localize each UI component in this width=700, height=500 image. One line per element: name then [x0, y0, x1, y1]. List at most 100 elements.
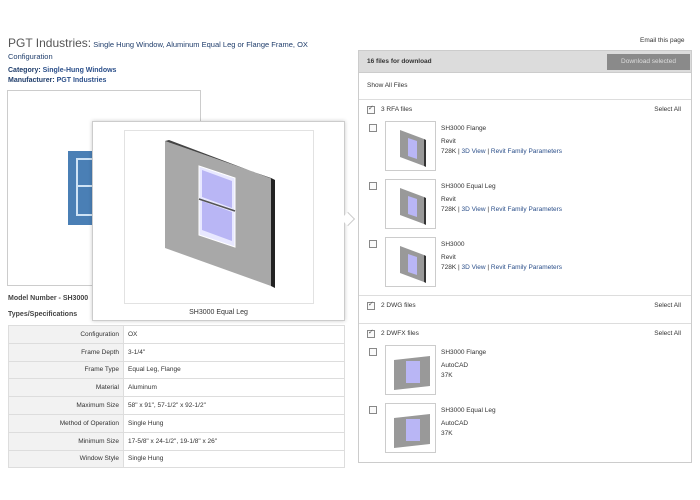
file-checkbox[interactable] — [369, 240, 377, 248]
spec-key: Maximum Size — [8, 396, 124, 415]
spec-value: Single Hung — [123, 413, 345, 433]
file-name: SH3000 Equal Leg — [441, 183, 496, 190]
download-selected-button[interactable]: Download selected — [607, 54, 690, 70]
separator: | — [456, 148, 462, 155]
file-count: 16 files for download — [367, 58, 432, 65]
file-size: 728K — [441, 148, 457, 155]
show-all-files-link[interactable]: Show All Files — [367, 82, 408, 89]
file-name: SH3000 — [441, 241, 465, 248]
family-parameters-link[interactable]: Revit Family Parameters — [490, 264, 563, 271]
select-all-link[interactable]: Select All — [654, 302, 681, 309]
model-number: Model Number - SH3000 — [8, 295, 89, 302]
file-name: SH3000 Flange — [441, 125, 487, 132]
separator: | — [456, 264, 462, 271]
category: Category: Single-Hung Windows — [8, 67, 116, 74]
category-label: Category: — [8, 67, 43, 74]
file-type: Revit — [441, 254, 456, 261]
file-thumbnail[interactable] — [385, 403, 436, 453]
manufacturer-link[interactable]: PGT Industries — [56, 77, 107, 84]
popup-arrow — [340, 211, 356, 227]
file-type: Revit — [441, 138, 456, 145]
separator: | — [485, 264, 491, 271]
spec-value: 17-5/8" x 24-1/2", 19-1/8" x 26" — [123, 431, 345, 451]
group-checkbox[interactable] — [367, 300, 375, 310]
spec-value: 3-1/4" — [123, 342, 345, 362]
page-title: PGT Industries: Single Hung Window, Alum… — [8, 37, 338, 63]
brand: PGT Industries: — [8, 36, 92, 50]
select-all-link[interactable]: Select All — [654, 106, 681, 113]
file-details: 728K | 3D View | Revit Family Parameters — [441, 264, 562, 271]
3d-view-link[interactable]: 3D View — [461, 148, 486, 155]
manufacturer-label: Manufacturer: — [8, 77, 57, 84]
file-thumbnail[interactable] — [385, 179, 436, 229]
3d-view-link[interactable]: 3D View — [461, 264, 486, 271]
category-link[interactable]: Single-Hung Windows — [42, 67, 117, 74]
file-thumbnail[interactable] — [385, 121, 436, 171]
file-type: Revit — [441, 196, 456, 203]
file-details: 728K | 3D View | Revit Family Parameters — [441, 148, 562, 155]
spec-value: Aluminum — [123, 378, 345, 398]
spec-value: OX — [123, 325, 345, 344]
spec-key: Frame Depth — [8, 342, 124, 362]
file-checkbox[interactable] — [369, 406, 377, 414]
dwfx-thumbnail-icon — [394, 414, 430, 448]
group-checkbox[interactable] — [367, 104, 375, 114]
spec-value: Equal Leg, Flange — [123, 360, 345, 380]
file-type: AutoCAD — [441, 362, 469, 369]
rfa-thumbnail-icon — [400, 130, 426, 167]
file-size: 728K — [441, 206, 457, 213]
file-checkbox[interactable] — [369, 182, 377, 190]
file-details: 37K — [441, 430, 453, 437]
panel-header: 16 files for download Download selected — [359, 51, 691, 73]
file-size: 728K — [441, 264, 457, 271]
file-thumbnail[interactable] — [385, 237, 436, 287]
dwfx-thumbnail-icon — [394, 356, 430, 390]
spec-key: Material — [8, 378, 124, 398]
file-type: AutoCAD — [441, 420, 469, 427]
file-size: 37K — [441, 430, 453, 437]
manufacturer: Manufacturer: PGT Industries — [8, 77, 106, 84]
spec-value: 58" x 91", 57-1/2" x 92-1/2" — [123, 396, 345, 415]
file-checkbox[interactable] — [369, 124, 377, 132]
product-title: Single Hung Window, Aluminum Equal Leg o… — [8, 40, 308, 61]
file-name: SH3000 Flange — [441, 349, 487, 356]
spec-key: Minimum Size — [8, 431, 124, 451]
file-size: 37K — [441, 372, 453, 379]
separator: | — [485, 206, 491, 213]
window-3d-icon — [165, 140, 275, 288]
select-all-link[interactable]: Select All — [654, 330, 681, 337]
types-specifications: Types/Specifications — [8, 311, 78, 318]
file-thumbnail[interactable] — [385, 345, 436, 395]
3d-view-link[interactable]: 3D View — [461, 206, 486, 213]
rfa-thumbnail-icon — [400, 246, 426, 283]
preview-popup: SH3000 Equal Leg — [92, 121, 356, 321]
file-name: SH3000 Equal Leg — [441, 407, 496, 414]
spec-key: Window Style — [8, 449, 124, 469]
group-checkbox[interactable] — [367, 328, 375, 338]
family-parameters-link[interactable]: Revit Family Parameters — [490, 148, 563, 155]
family-parameters-link[interactable]: Revit Family Parameters — [490, 206, 563, 213]
file-details: 37K — [441, 372, 453, 379]
email-page-link[interactable]: Email this page — [640, 37, 685, 44]
spec-key: Frame Type — [8, 360, 124, 380]
file-checkbox[interactable] — [369, 348, 377, 356]
separator: | — [485, 148, 491, 155]
spec-key: Configuration — [8, 325, 124, 344]
file-details: 728K | 3D View | Revit Family Parameters — [441, 206, 562, 213]
spec-value: Single Hung — [123, 449, 345, 469]
